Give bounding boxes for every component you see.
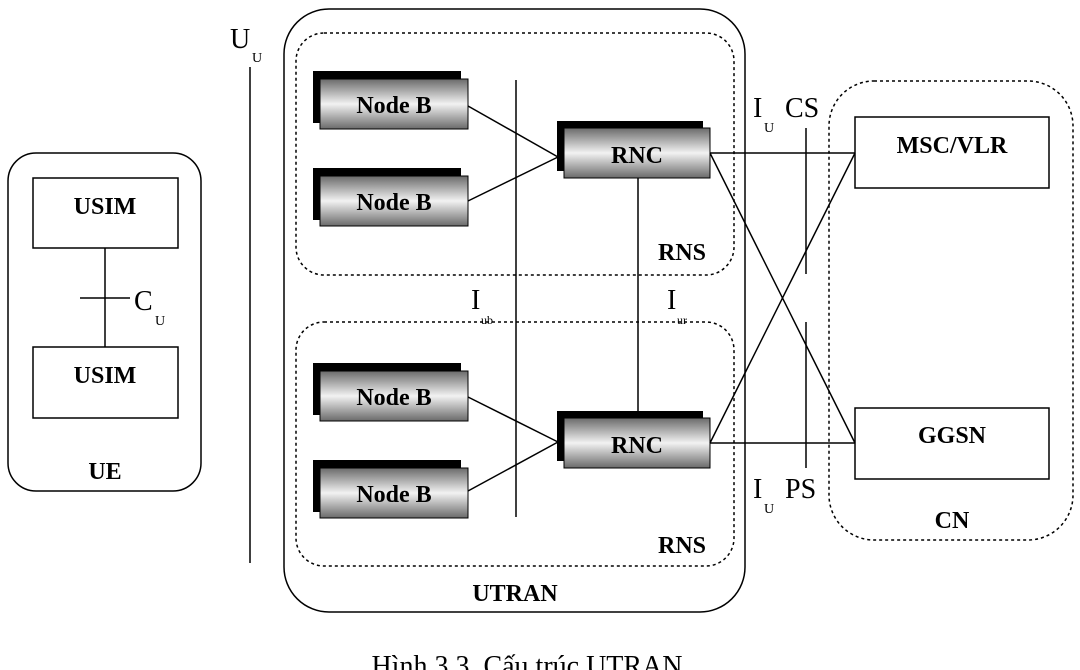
node-b-3: Node B — [313, 363, 469, 422]
link-nodeb1-rnc — [467, 105, 559, 158]
node-b-1: Node B — [313, 71, 469, 130]
rns-bottom-label: RNS — [658, 533, 706, 559]
uu-label-sub: U — [252, 51, 262, 66]
link-rncbottom-msc — [709, 152, 856, 444]
ggsn-label: GGSN — [918, 423, 987, 449]
iucs-label-sub: U — [764, 121, 774, 136]
rnc-top-label: RNC — [611, 143, 663, 169]
link-nodeb2-rnc — [467, 156, 559, 202]
msc-vlr-box — [854, 116, 1050, 189]
ue-box — [7, 152, 202, 492]
node-b-2-label: Node B — [356, 190, 431, 216]
usim-top-label: USIM — [74, 194, 137, 220]
rns-top-box — [295, 32, 735, 276]
node-b-4-label: Node B — [356, 482, 431, 508]
ue-title: UE — [88, 459, 121, 485]
node-b-3-label: Node B — [356, 385, 431, 411]
rnc-bottom: RNC — [557, 411, 711, 469]
figure-caption: Hình 3.3. Cấu trúc UTRAN — [371, 651, 682, 670]
usim-bottom-label: USIM — [74, 363, 137, 389]
msc-vlr-label: MSC/VLR — [897, 133, 1008, 159]
node-b-4: Node B — [313, 460, 469, 519]
cu-label-sub: U — [155, 314, 165, 329]
cn-box — [828, 80, 1074, 541]
rns-bottom-box — [295, 321, 735, 567]
rnc-top: RNC — [557, 121, 711, 179]
link-nodeb4-rnc — [467, 441, 559, 492]
iups-label: I — [753, 474, 762, 505]
cn-title: CN — [935, 508, 970, 534]
node-b-2: Node B — [313, 168, 469, 227]
iur-label: I — [667, 285, 676, 316]
node-b-1-label: Node B — [356, 93, 431, 119]
cu-label: C — [134, 286, 153, 317]
iub-label: I — [471, 285, 480, 316]
uu-label: U — [230, 24, 250, 55]
iub-label-sub: ub — [481, 313, 493, 327]
rnc-bottom-label: RNC — [611, 433, 663, 459]
iucs-label-suffix: CS — [785, 93, 819, 124]
iur-label-sub: ur — [677, 313, 687, 327]
ggsn-box — [854, 407, 1050, 480]
utran-box — [283, 8, 746, 613]
link-nodeb3-rnc — [467, 396, 559, 443]
iups-label-suffix: PS — [785, 474, 816, 505]
iups-label-sub: U — [764, 502, 774, 517]
utran-title: UTRAN — [472, 581, 558, 607]
iucs-label: I — [753, 93, 762, 124]
rns-top-label: RNS — [658, 240, 706, 266]
